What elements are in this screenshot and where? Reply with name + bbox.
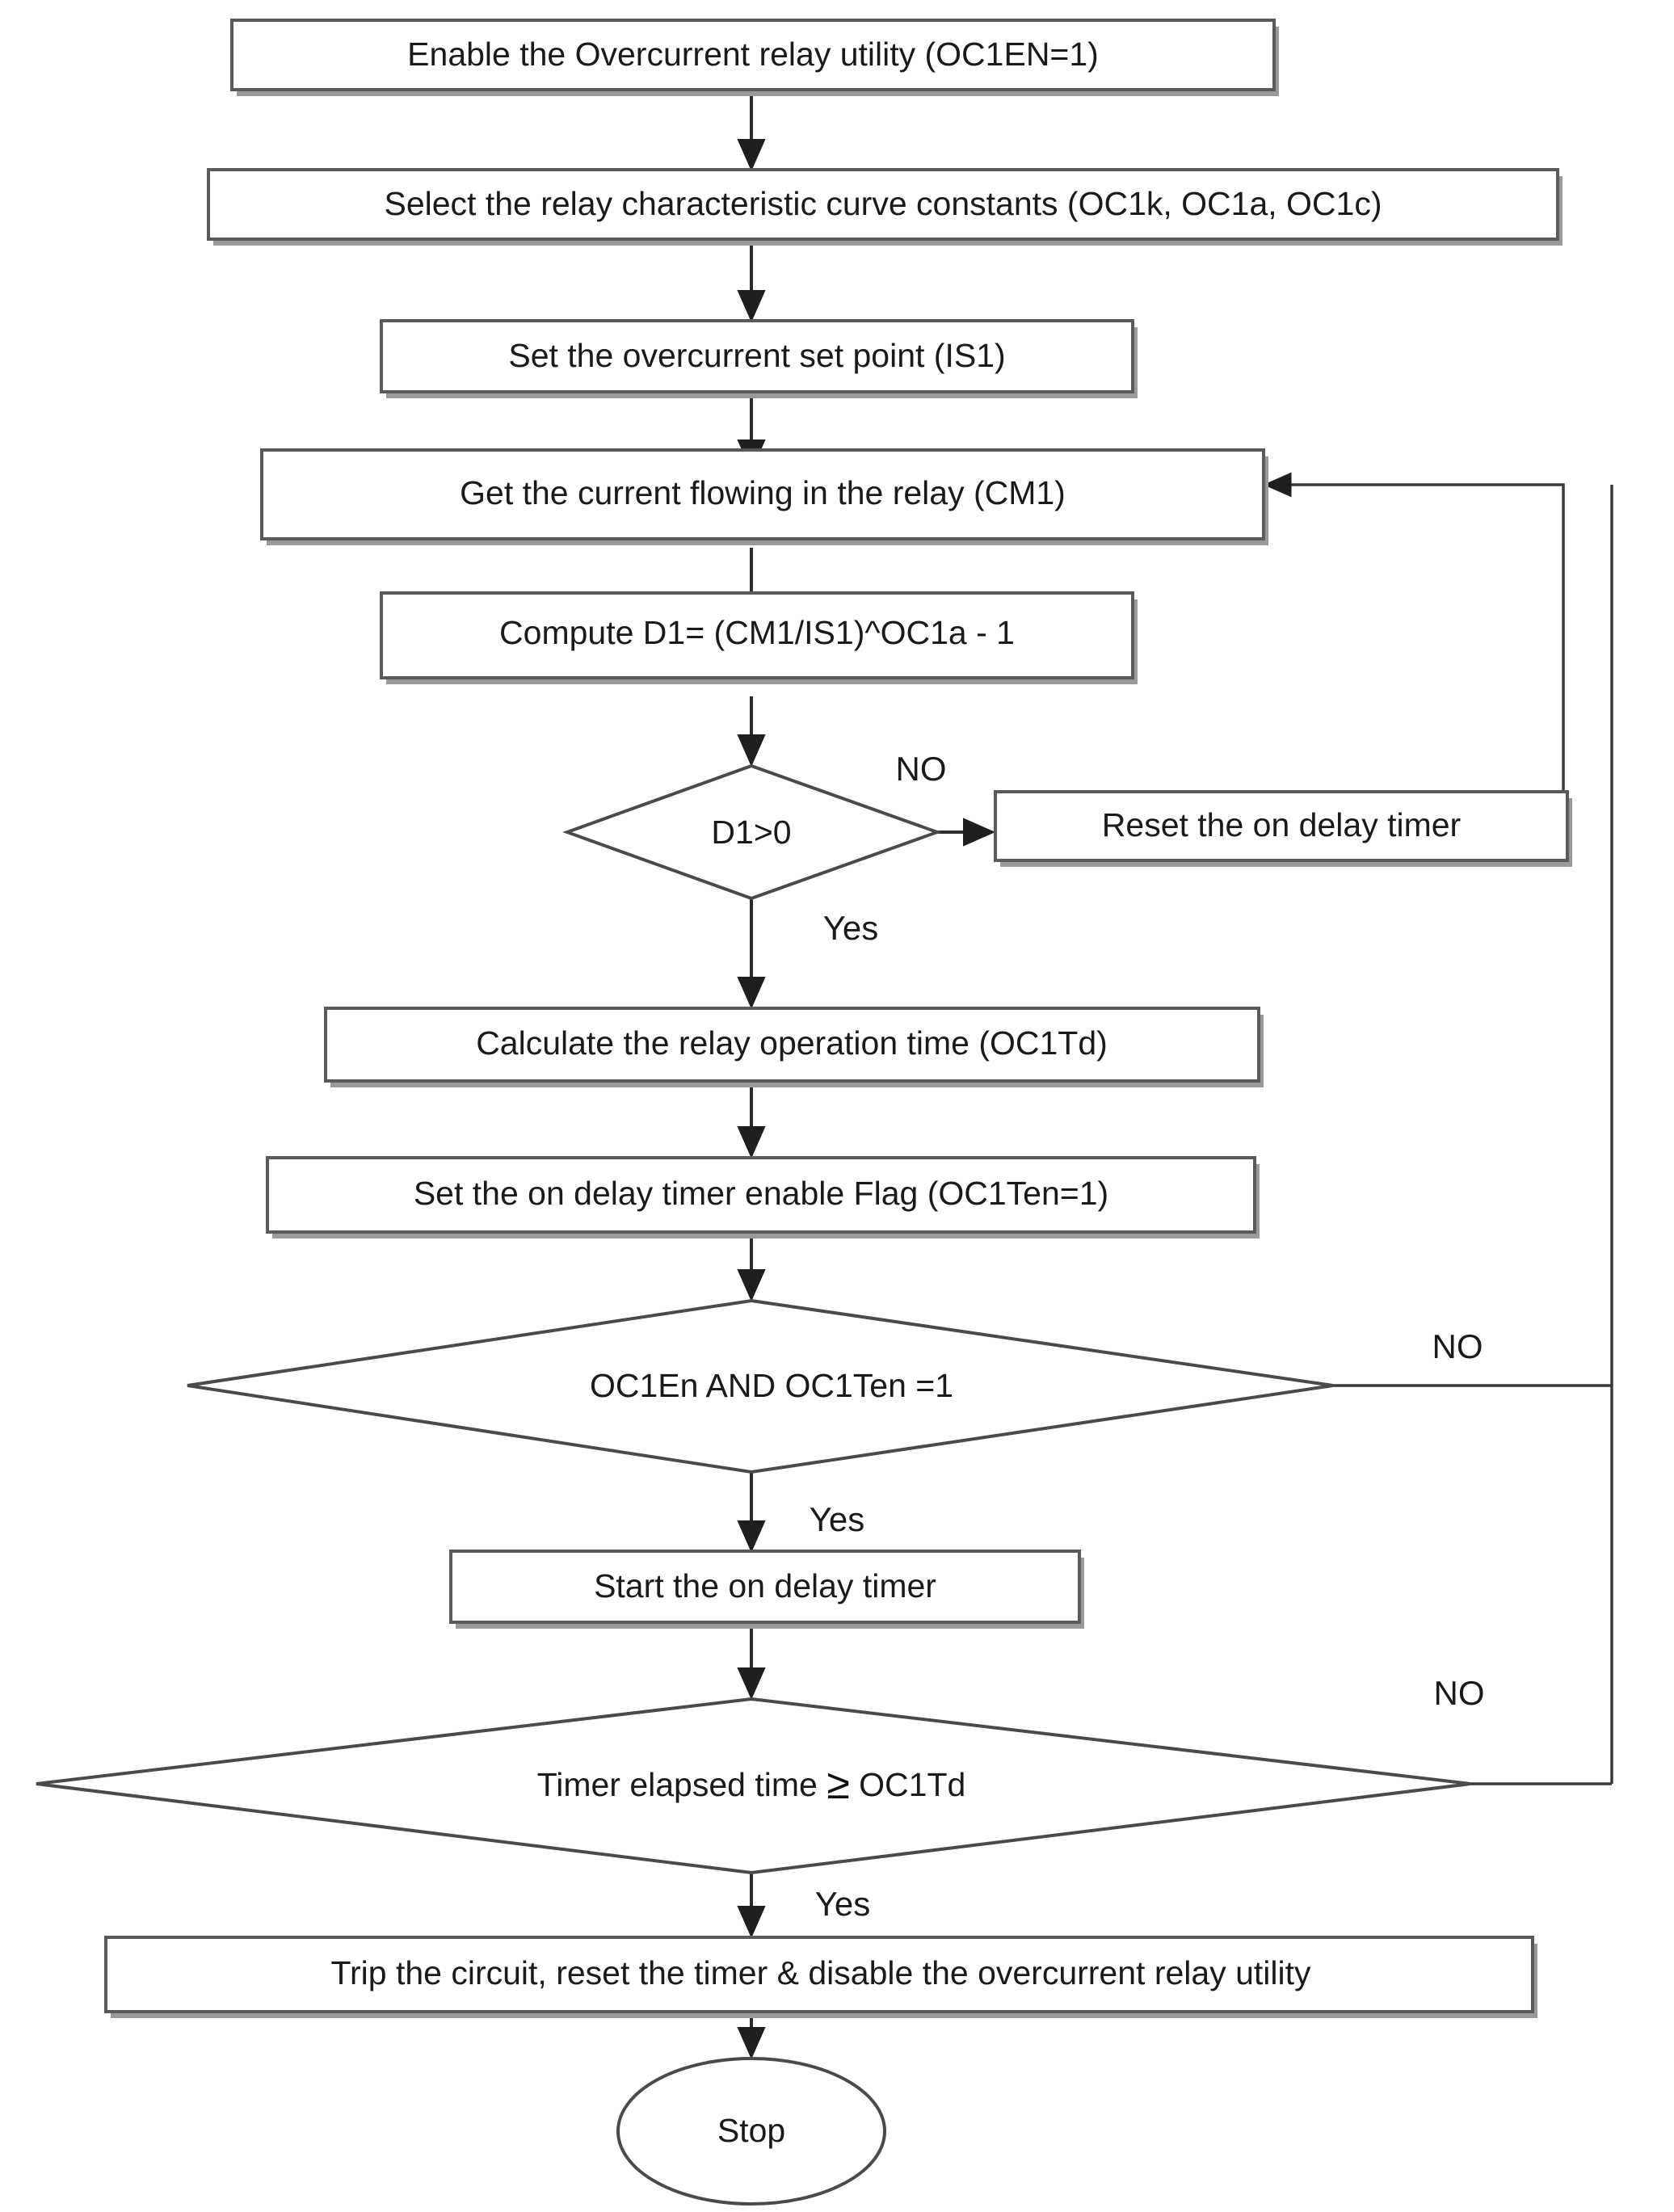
- node-set-timer-flag[interactable]: Set the on delay timer enable Flag (OC1T…: [266, 1156, 1260, 1238]
- node-reset-timer[interactable]: Reset the on delay timer: [994, 790, 1572, 867]
- greater-equal-icon: ≥: [826, 1761, 850, 1808]
- node-select-constants-label: Select the relay characteristic curve co…: [384, 185, 1382, 222]
- edge-return-bus-to-getcurrent: [1263, 472, 1565, 832]
- node-stop-label: Stop: [717, 2112, 785, 2149]
- edge-label-elapsed-yes: Yes: [815, 1885, 871, 1923]
- node-set-setpoint[interactable]: Set the overcurrent set point (IS1): [380, 319, 1138, 398]
- node-calc-operation-time[interactable]: Calculate the relay operation time (OC1T…: [324, 1007, 1264, 1087]
- node-enable-relay[interactable]: Enable the Overcurrent relay utility (OC…: [230, 19, 1279, 96]
- node-select-constants[interactable]: Select the relay characteristic curve co…: [207, 168, 1563, 246]
- node-start-timer-label: Start the on delay timer: [594, 1567, 936, 1604]
- node-decide-elapsed[interactable]: Timer elapsed time ≥ OC1Td: [36, 1697, 1471, 1875]
- node-decide-d1[interactable]: D1>0: [562, 763, 942, 901]
- node-enable-relay-label: Enable the Overcurrent relay utility (OC…: [407, 36, 1099, 73]
- node-decide-elapsed-label: Timer elapsed time ≥ OC1Td: [537, 1761, 966, 1808]
- node-stop[interactable]: Stop: [616, 2057, 886, 2206]
- edge-label-d1-yes: Yes: [823, 909, 879, 947]
- edge-label-and-no: NO: [1432, 1327, 1483, 1365]
- node-set-timer-flag-label: Set the on delay timer enable Flag (OC1T…: [414, 1175, 1108, 1212]
- node-decide-elapsed-suffix: OC1Td: [850, 1766, 966, 1803]
- edge-label-elapsed-no: NO: [1434, 1674, 1485, 1712]
- edge-label-and-yes: Yes: [810, 1500, 865, 1538]
- node-decide-enable-and[interactable]: OC1En AND OC1Ten =1: [187, 1298, 1334, 1474]
- node-decide-enable-and-label: OC1En AND OC1Ten =1: [590, 1367, 953, 1404]
- node-get-current[interactable]: Get the current flowing in the relay (CM…: [260, 448, 1268, 545]
- node-decide-elapsed-prefix: Timer elapsed time: [537, 1766, 827, 1803]
- node-trip-circuit-label: Trip the circuit, reset the timer & disa…: [330, 1954, 1311, 1991]
- node-reset-timer-label: Reset the on delay timer: [1102, 806, 1461, 843]
- node-get-current-label: Get the current flowing in the relay (CM…: [460, 474, 1066, 511]
- node-decide-d1-label: D1>0: [711, 814, 791, 851]
- node-compute-d1-label: Compute D1= (CM1/IS1)^OC1a - 1: [499, 614, 1015, 651]
- node-set-setpoint-label: Set the overcurrent set point (IS1): [508, 337, 1005, 374]
- node-start-timer[interactable]: Start the on delay timer: [449, 1550, 1084, 1629]
- node-compute-d1[interactable]: Compute D1= (CM1/IS1)^OC1a - 1: [380, 591, 1138, 684]
- edge-label-d1-no: NO: [896, 750, 947, 788]
- node-calc-operation-time-label: Calculate the relay operation time (OC1T…: [476, 1024, 1108, 1062]
- node-trip-circuit[interactable]: Trip the circuit, reset the timer & disa…: [104, 1936, 1537, 2018]
